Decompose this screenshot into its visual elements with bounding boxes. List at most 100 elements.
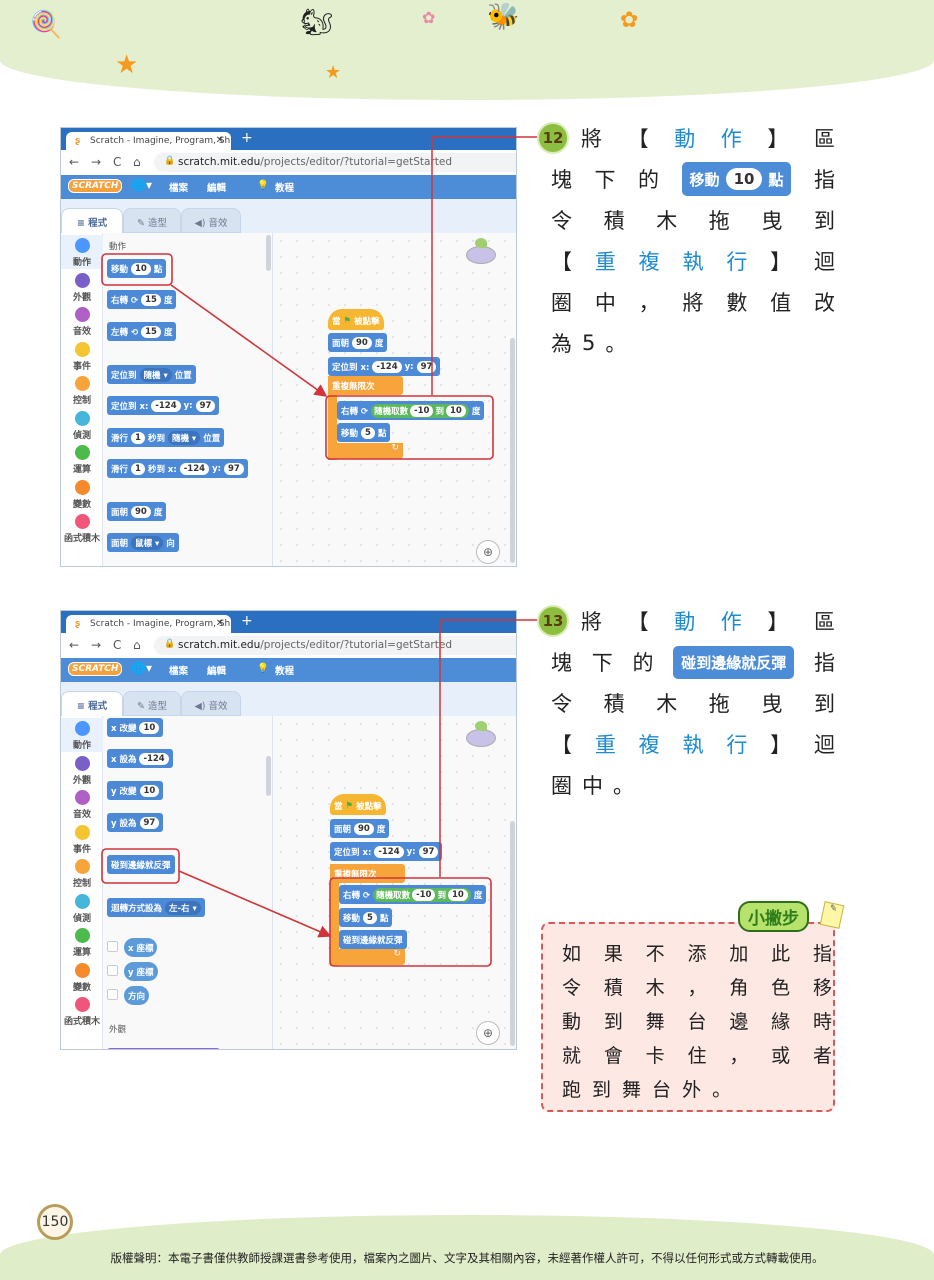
zoom-in-button[interactable]: ⊕ — [476, 1021, 500, 1045]
menu-item[interactable]: 編輯 — [207, 183, 227, 194]
category-2[interactable]: 外觀 — [61, 753, 103, 787]
category-8[interactable]: 變數 — [61, 477, 103, 511]
block-number-input[interactable]: 97 — [224, 462, 244, 475]
code-scrollbar[interactable] — [510, 821, 515, 1046]
code-scrollbar[interactable] — [510, 338, 515, 563]
tab-costumes[interactable]: ✎ 造型 — [123, 208, 181, 233]
scratch-logo[interactable]: SCRATCH — [68, 662, 123, 676]
block-number-input[interactable]: 97 — [195, 399, 216, 412]
block-dropdown[interactable]: 隨機 ▾ — [139, 367, 172, 382]
block-number-input[interactable]: 97 — [416, 360, 437, 373]
category-3[interactable]: 音效 — [61, 787, 103, 821]
reporter-input-from[interactable]: -10 — [410, 404, 434, 417]
block-number-input[interactable]: -124 — [374, 845, 404, 858]
category-6[interactable]: 偵測 — [61, 408, 103, 442]
script-block[interactable]: 重複無限次 — [328, 376, 403, 395]
checkbox[interactable] — [107, 989, 118, 1000]
block-number-input[interactable]: 90 — [352, 336, 372, 349]
url-field[interactable]: 🔒scratch.mit.edu/projects/editor/?tutori… — [154, 153, 516, 172]
palette-block[interactable]: 碰到邊緣就反彈 — [107, 855, 175, 874]
menu-item[interactable]: 檔案 — [169, 666, 189, 677]
block-dropdown[interactable]: 隨機 ▾ — [167, 430, 201, 445]
menu-item[interactable]: 教程 — [275, 183, 295, 194]
block-number-input[interactable]: 10 — [139, 784, 160, 797]
tab-code[interactable]: ≡ 程式 — [61, 691, 123, 716]
script-block[interactable]: 當⚑被點擊 — [328, 309, 384, 330]
forward-icon[interactable]: → — [91, 155, 102, 169]
back-icon[interactable]: ← — [69, 155, 80, 169]
script-block[interactable]: 重複無限次 — [330, 864, 405, 883]
category-3[interactable]: 音效 — [61, 304, 103, 338]
zoom-in-button[interactable]: ⊕ — [476, 540, 500, 564]
palette-block[interactable]: 說出Hello!持續2秒 — [107, 1048, 220, 1049]
palette-block[interactable]: y 座標 — [124, 962, 158, 981]
home-icon[interactable]: ⌂ — [133, 638, 141, 652]
block-number-input[interactable]: 90 — [354, 822, 374, 835]
url-field[interactable]: 🔒scratch.mit.edu/projects/editor/?tutori… — [154, 636, 516, 655]
block-number-input[interactable]: -124 — [179, 462, 210, 475]
script-block[interactable]: 當⚑被點擊 — [330, 794, 386, 815]
palette-block[interactable]: 定位到隨機 ▾位置 — [107, 365, 196, 384]
block-number-input[interactable]: 10 — [139, 721, 160, 734]
block-number-input[interactable]: 10 — [131, 262, 151, 275]
globe-icon[interactable]: 🌐▾ — [131, 661, 152, 675]
menu-item[interactable]: 編輯 — [207, 666, 227, 677]
block-number-input[interactable]: 15 — [141, 325, 161, 338]
scratch-logo[interactable]: SCRATCH — [68, 179, 123, 193]
back-icon[interactable]: ← — [69, 638, 80, 652]
category-9[interactable]: 函式積木 — [61, 994, 103, 1028]
category-5[interactable]: 控制 — [61, 856, 103, 890]
palette-block[interactable]: x 座標 — [124, 938, 158, 957]
block-number-input[interactable]: 97 — [418, 845, 439, 858]
palette-block[interactable]: 方向 — [124, 986, 150, 1005]
globe-icon[interactable]: 🌐▾ — [131, 178, 152, 192]
checkbox[interactable] — [107, 965, 118, 976]
reporter-input-to[interactable]: 10 — [447, 888, 468, 901]
category-2[interactable]: 外觀 — [61, 270, 103, 304]
block-number-input[interactable]: 90 — [131, 505, 151, 518]
category-8[interactable]: 變數 — [61, 960, 103, 994]
script-block[interactable]: 碰到邊緣就反彈 — [339, 930, 407, 949]
block-dropdown[interactable]: 鼠標 ▾ — [131, 535, 164, 550]
block-number-input[interactable]: 1 — [131, 462, 145, 475]
category-1[interactable]: 動作 — [61, 235, 103, 269]
block-number-input[interactable]: -124 — [151, 399, 181, 412]
category-4[interactable]: 事件 — [61, 339, 103, 373]
tab-sounds[interactable]: ◀) 音效 — [181, 691, 241, 716]
home-icon[interactable]: ⌂ — [133, 155, 141, 169]
palette-scrollbar[interactable] — [266, 756, 271, 796]
close-tab-icon[interactable]: ✕ — [215, 135, 224, 146]
category-6[interactable]: 偵測 — [61, 891, 103, 925]
close-tab-icon[interactable]: ✕ — [215, 618, 224, 629]
block-number-input[interactable]: -124 — [139, 752, 169, 765]
palette-block[interactable]: 迴轉方式設為左-右 ▾ — [107, 898, 205, 917]
palette-block[interactable]: 面朝鼠標 ▾向 — [107, 533, 179, 552]
menu-item[interactable]: 教程 — [275, 666, 295, 677]
palette-block[interactable]: x 設為-124 — [107, 749, 173, 768]
tab-costumes[interactable]: ✎ 造型 — [123, 691, 181, 716]
tab-sounds[interactable]: ◀) 音效 — [181, 208, 241, 233]
palette-scrollbar[interactable] — [266, 235, 271, 271]
category-7[interactable]: 運算 — [61, 925, 103, 959]
category-5[interactable]: 控制 — [61, 373, 103, 407]
category-7[interactable]: 運算 — [61, 442, 103, 476]
